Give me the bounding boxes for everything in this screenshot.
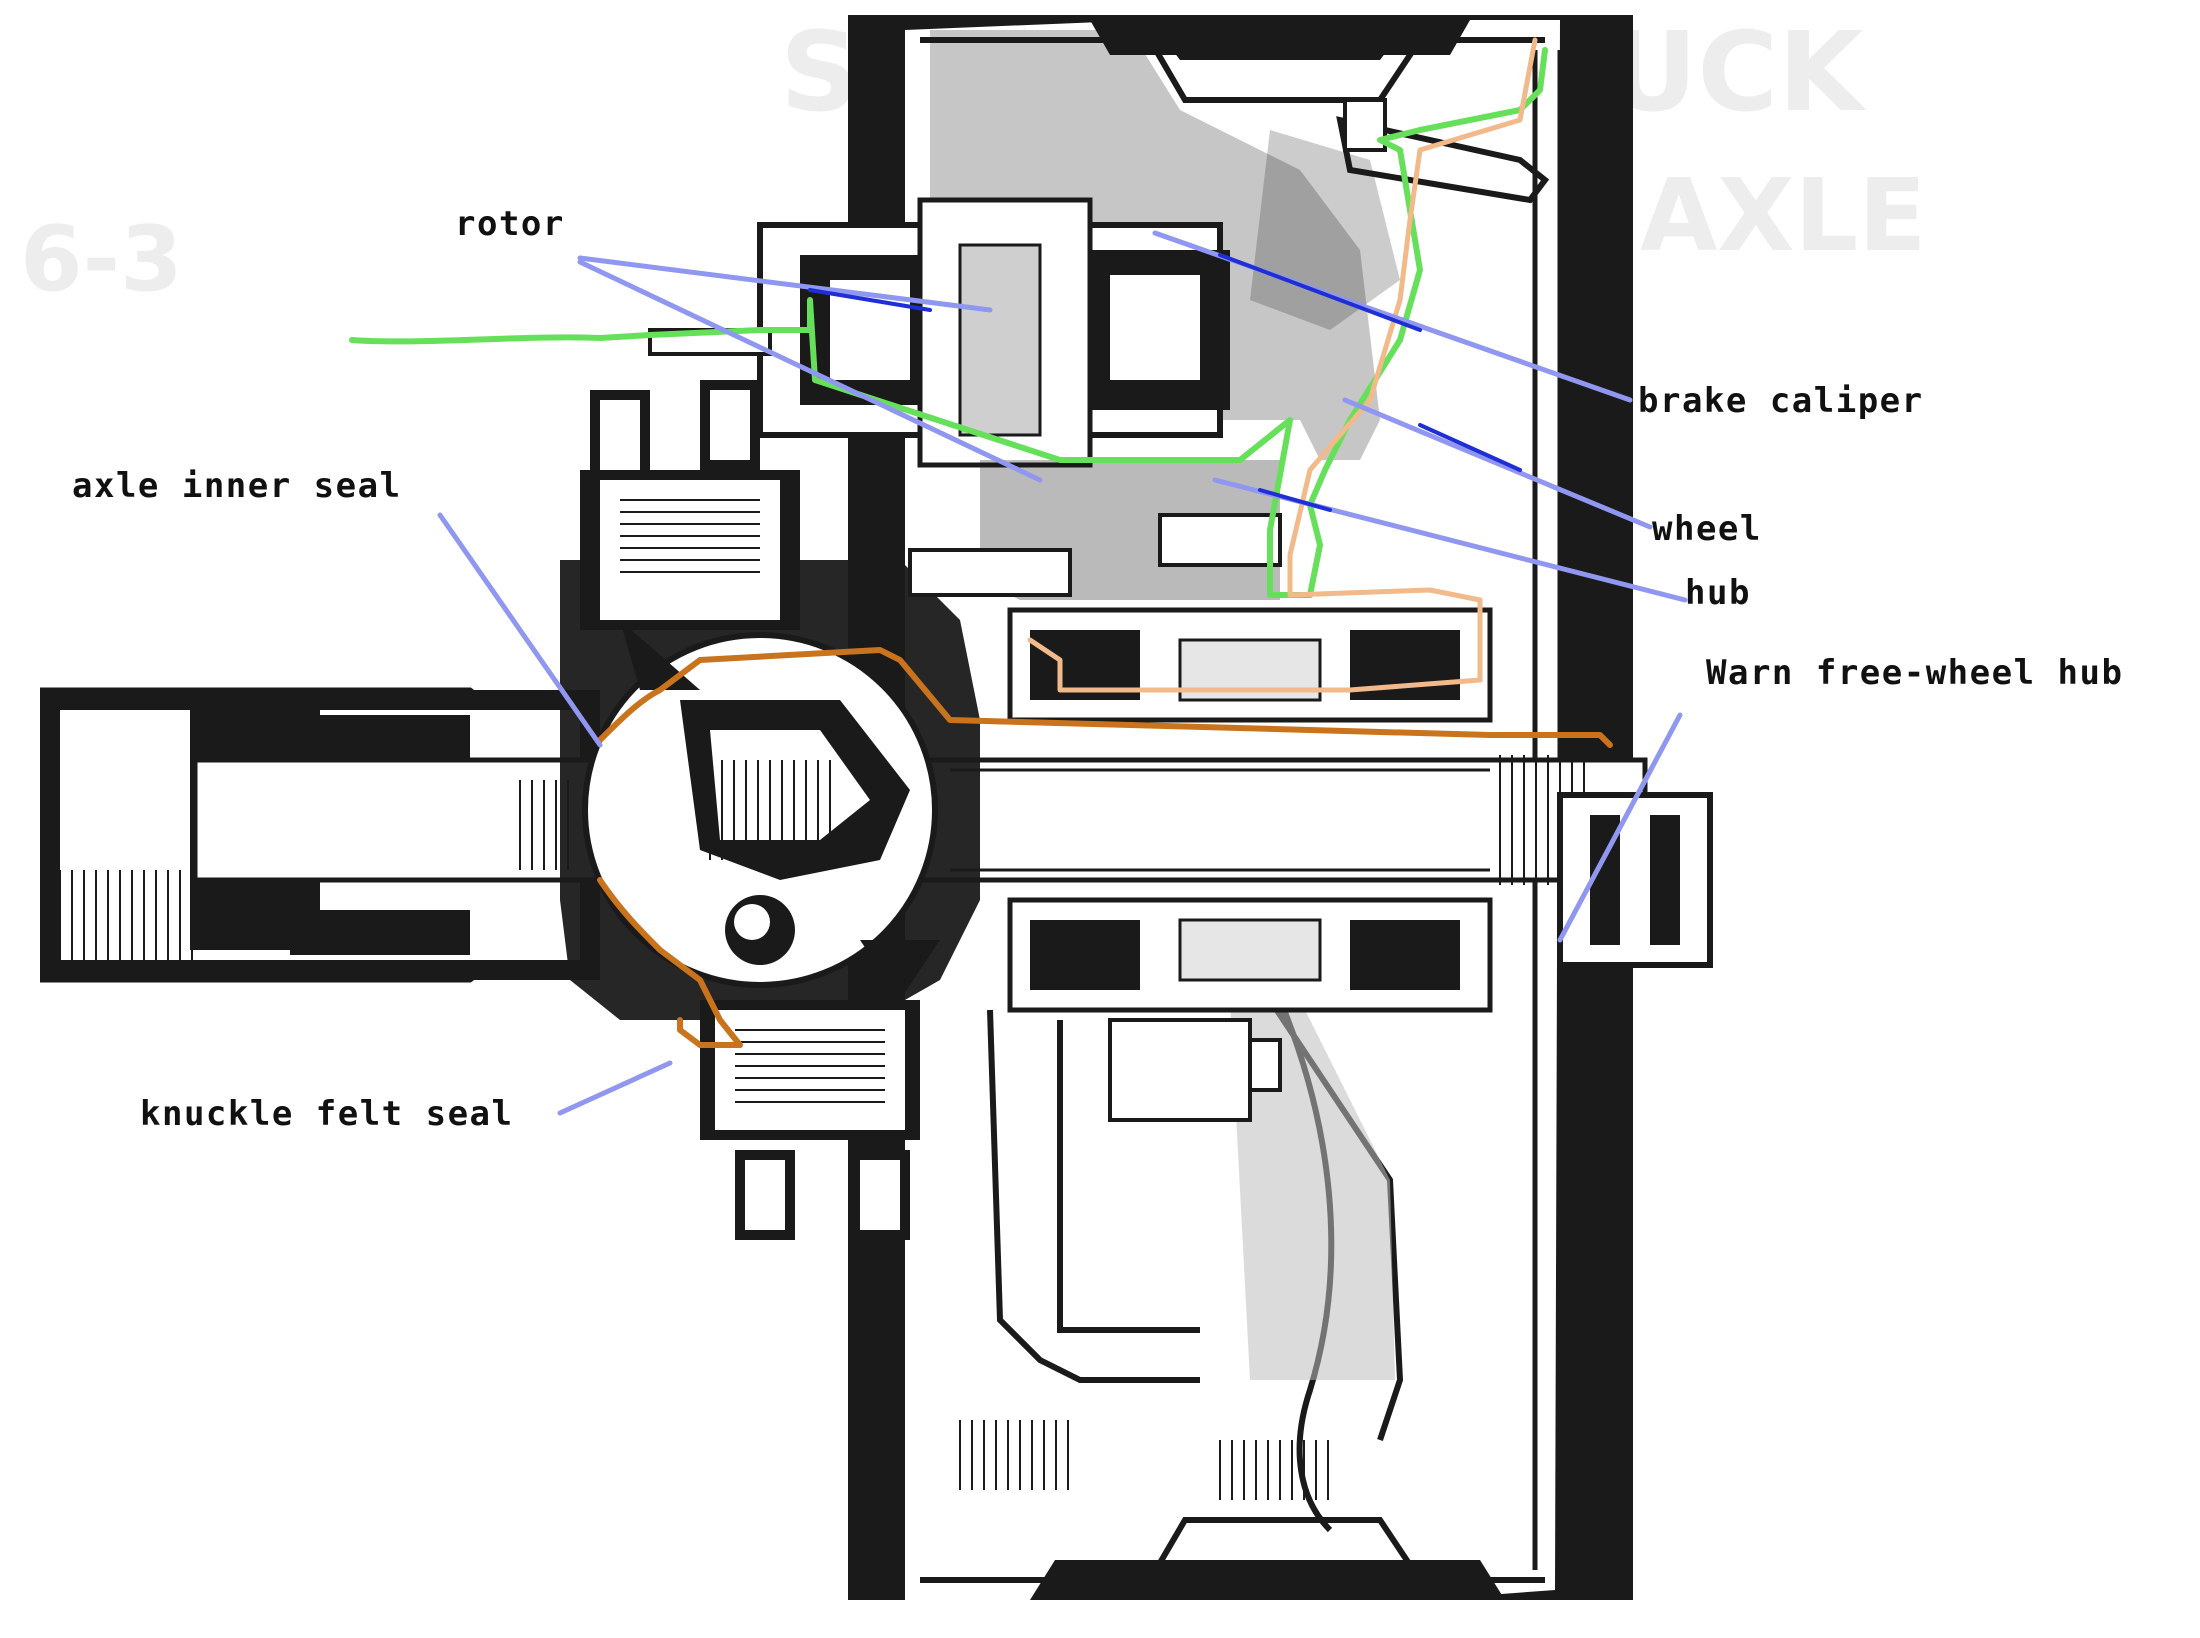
green-brake-line bbox=[349, 47, 1548, 598]
leader-rotor-2 bbox=[577, 259, 1043, 483]
label-wheel: wheel bbox=[1652, 509, 1762, 549]
leader-rotor-dark bbox=[808, 288, 932, 312]
leader-lines bbox=[437, 230, 1688, 1116]
svg-text:6-3: 6-3 bbox=[20, 207, 183, 312]
label-warn-free-wheel-hub: Warn free-wheel hub bbox=[1706, 653, 2123, 693]
label-axle-inner-seal: axle inner seal bbox=[72, 466, 402, 506]
leader-brake-caliper-dark bbox=[1218, 253, 1422, 332]
labels: rotor axle inner seal knuckle felt seal … bbox=[72, 204, 2123, 1134]
label-hub: hub bbox=[1685, 573, 1751, 613]
label-rotor: rotor bbox=[455, 204, 565, 244]
hub-assembly bbox=[908, 460, 1713, 1383]
light-orange-seal-path bbox=[1027, 37, 1538, 693]
leader-wheel bbox=[1342, 397, 1653, 530]
orange-grease-path bbox=[597, 647, 1613, 748]
label-knuckle-felt-seal: knuckle felt seal bbox=[140, 1094, 514, 1134]
leader-wheel-dark bbox=[1418, 423, 1522, 472]
leader-axle-inner-seal bbox=[437, 512, 603, 748]
svg-text:AXLE: AXLE bbox=[1640, 157, 1927, 274]
leader-rotor-1 bbox=[577, 255, 993, 313]
annotation-traces bbox=[349, 37, 1613, 1048]
leader-hub-dark bbox=[1258, 488, 1332, 512]
leader-warn-hub bbox=[1557, 712, 1683, 943]
label-brake-caliper: brake caliper bbox=[1638, 381, 1924, 421]
leader-knuckle-felt-seal bbox=[557, 1060, 673, 1116]
kingpin-bearings bbox=[580, 380, 940, 1240]
